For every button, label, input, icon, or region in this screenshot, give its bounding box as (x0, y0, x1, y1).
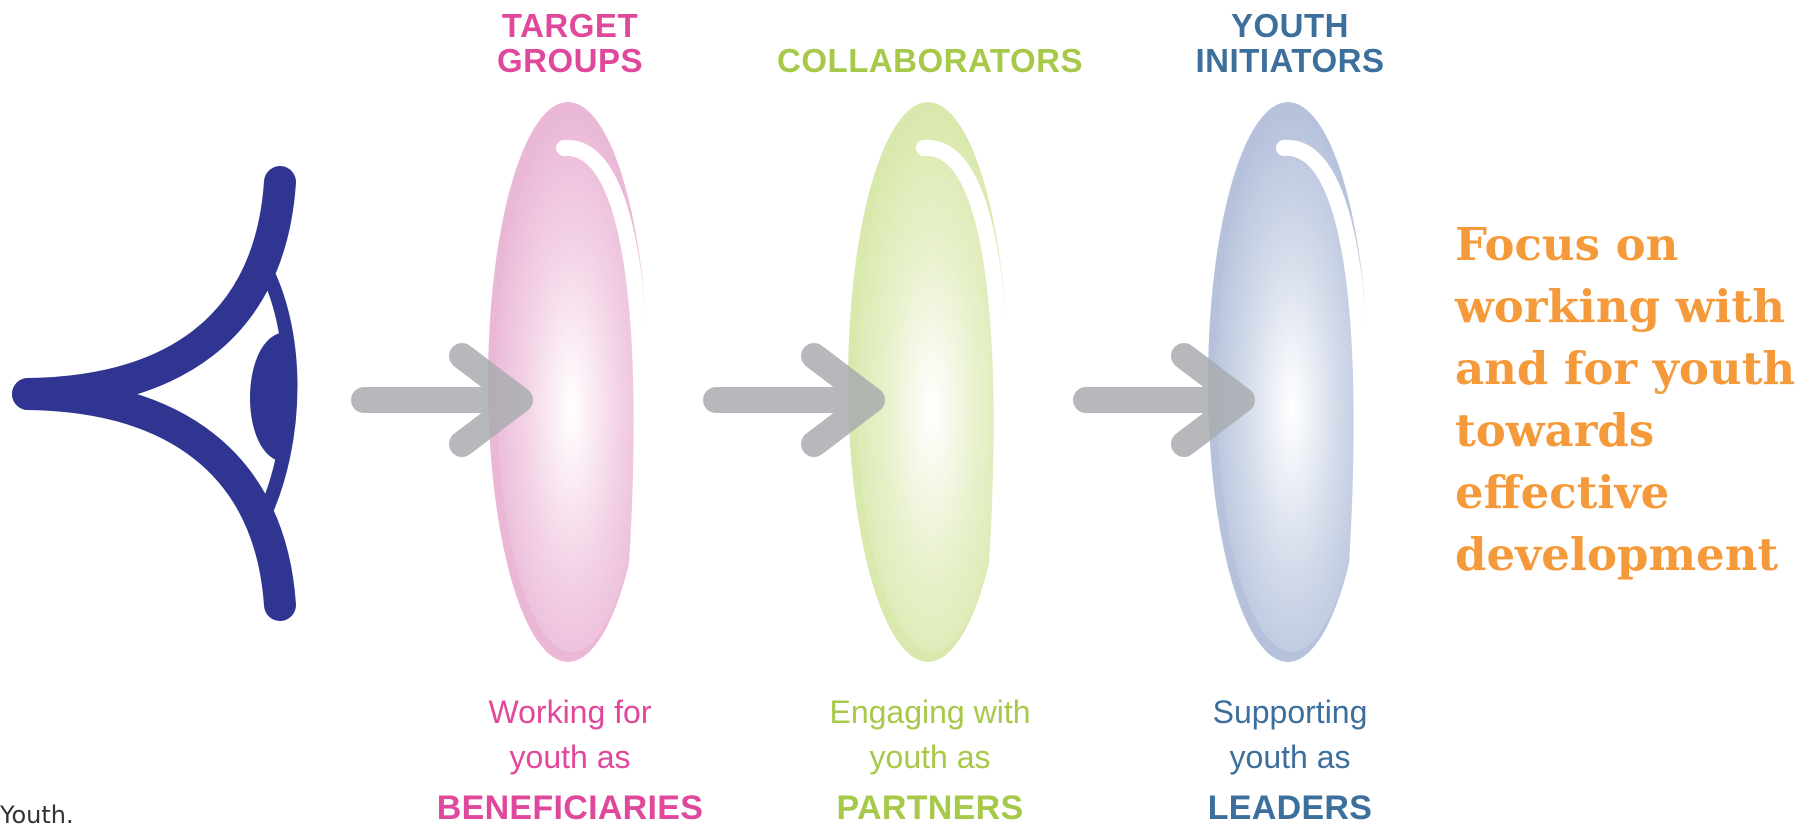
stage-heading-line: YOUTH (1231, 7, 1349, 44)
stage-role-partners: PARTNERS (836, 789, 1024, 827)
eye-icon (12, 166, 298, 621)
focus-line: effective (1455, 466, 1670, 519)
stage-heading-collaborators: COLLABORATORS (740, 8, 1120, 78)
stage-description-line: Supporting (1212, 694, 1368, 730)
stage-heading-line: INITIATORS (1195, 42, 1385, 79)
stage-heading-youth-initiators: YOUTH INITIATORS (1150, 8, 1430, 78)
lens-target-groups (488, 102, 650, 662)
arrow-right-icon (703, 343, 885, 457)
stage-description-line: Engaging with (829, 694, 1031, 730)
focus-line: working with (1455, 280, 1785, 333)
stage-role-leaders: LEADERS (1207, 789, 1373, 827)
focus-line: towards (1455, 404, 1655, 457)
lens-youth-initiators (1208, 102, 1370, 662)
stage-role-beneficiaries: BENEFICIARIES (436, 789, 704, 827)
stage-description-collaborators: Engaging with youth as (780, 690, 1080, 780)
arrow-right-icon (351, 343, 533, 457)
focus-line: and for youth (1455, 342, 1796, 395)
stage-heading-line: TARGET (501, 7, 639, 44)
arrow-right-icon (1073, 343, 1255, 457)
stage-description-target-groups: Working for youth as (420, 690, 720, 780)
stage-description-line: youth as (1229, 739, 1351, 775)
lens-collaborators (848, 102, 1010, 662)
stage-description-line: Working for (488, 694, 652, 730)
stage-description-line: youth as (869, 739, 991, 775)
stage-heading-line (740, 8, 1120, 43)
caption-text: Youth. (0, 801, 74, 829)
stage-heading-line: COLLABORATORS (777, 42, 1083, 79)
focus-statement: Focus on working with and for youth towa… (1455, 214, 1811, 586)
stage-heading-target-groups: TARGET GROUPS (440, 8, 700, 78)
focus-line: development (1455, 528, 1779, 581)
stage-heading-line: GROUPS (496, 42, 644, 79)
stage-description-line: youth as (509, 739, 631, 775)
stage-description-youth-initiators: Supporting youth as (1140, 690, 1440, 780)
focus-line: Focus on (1455, 218, 1679, 271)
